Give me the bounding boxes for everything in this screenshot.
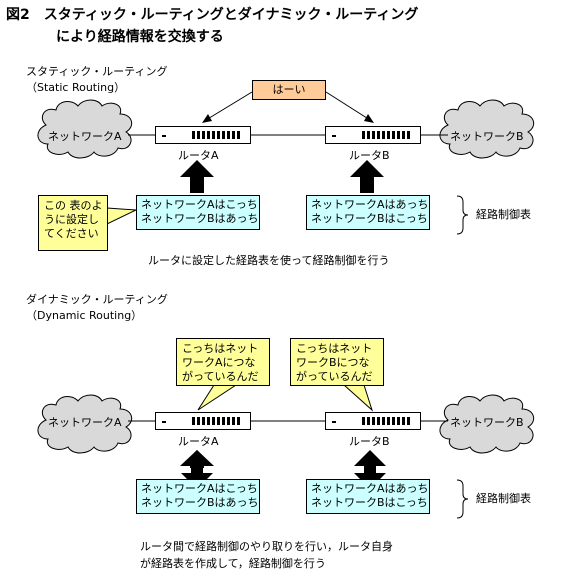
bubble-router-b: こっちはネット ワークBにつな がっているんだ	[290, 338, 384, 386]
net-b-label-static: ネットワークB	[450, 130, 524, 143]
net-a-label-static: ネットワークA	[48, 130, 122, 143]
net-b-label-dynamic: ネットワークB	[450, 416, 524, 429]
cloud-network-a-dynamic	[37, 394, 133, 454]
router-b-label-dynamic: ルータB	[349, 435, 390, 448]
net-a-label-dynamic: ネットワークA	[48, 416, 122, 429]
hai-reply-box: はーい	[252, 80, 326, 100]
routing-table-b-static: ネットワークAはあっち ネットワークBはこっち	[306, 195, 430, 230]
arrow-up-a-static	[180, 160, 214, 193]
dynamic-caption-line2: が経路表を作成して，経路制御を行う	[140, 557, 326, 570]
static-heading-en: （Static Routing）	[26, 81, 126, 94]
routing-table-label-static: 経路制御表	[476, 208, 531, 221]
router-b-dynamic	[325, 412, 421, 430]
arrow-up-b-static	[350, 160, 384, 193]
routing-table-a-dynamic: ネットワークAはこっち ネットワークBはあっち	[136, 479, 260, 514]
router-a-label-static: ルータA	[178, 149, 219, 162]
dynamic-heading-en: （Dynamic Routing）	[26, 309, 143, 322]
static-caption: ルータに設定した経路表を使って経路制御を行う	[148, 254, 390, 267]
routing-table-b-dynamic: ネットワークAはあっち ネットワークBはこっち	[306, 479, 430, 514]
dynamic-heading: ダイナミック・ルーティング	[26, 293, 168, 306]
router-b-static	[325, 126, 421, 144]
router-a-dynamic	[155, 412, 251, 430]
dynamic-caption-line1: ルータ間で経路制御のやり取りを行い，ルータ自身	[140, 540, 393, 553]
bubble-router-a: こっちはネット ワークAにつな がっているんだ	[176, 338, 270, 386]
router-b-label-static: ルータB	[349, 149, 390, 162]
cloud-network-b-dynamic	[439, 394, 535, 454]
instruction-callout: この 表のよ うに設定し てください	[38, 195, 108, 251]
brace-static	[456, 195, 469, 235]
static-heading: スタティック・ルーティング	[26, 65, 168, 78]
figure-title-line2: により経路情報を交換する	[56, 29, 224, 45]
routing-table-a-static: ネットワークAはこっち ネットワークBはあっち	[136, 195, 260, 230]
router-a-label-dynamic: ルータA	[178, 435, 219, 448]
cloud-network-b-static	[439, 99, 535, 159]
router-a-static	[155, 126, 251, 144]
cloud-network-a-static	[37, 99, 133, 159]
routing-table-label-dynamic: 経路制御表	[476, 492, 531, 505]
brace-dynamic	[456, 479, 469, 519]
figure-title-line1: 図2 スタティック・ルーティングとダイナミック・ルーティング	[6, 7, 419, 23]
